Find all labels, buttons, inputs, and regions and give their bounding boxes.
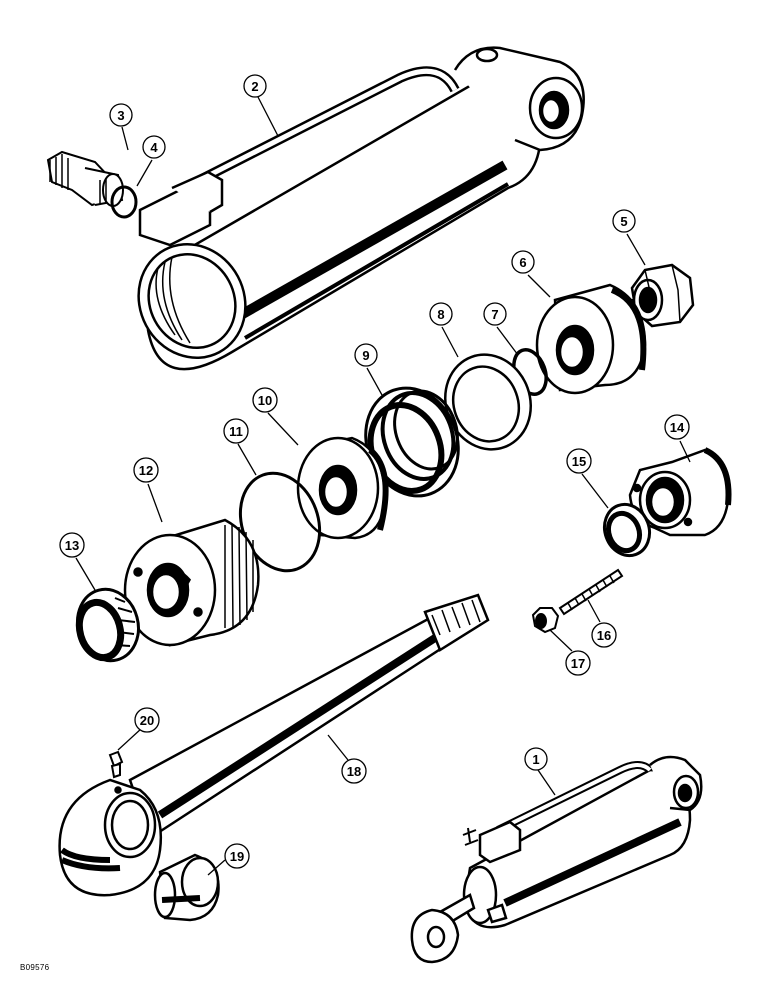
callout-label: 11 xyxy=(229,424,243,439)
callout-label: 9 xyxy=(362,348,369,363)
bushing-seal xyxy=(602,502,652,558)
wear-ring xyxy=(444,353,532,451)
callout-17: 17 xyxy=(565,650,591,676)
leader-lines xyxy=(75,96,691,876)
callout-8: 8 xyxy=(429,302,453,326)
callout-11: 11 xyxy=(223,418,249,444)
callout-3: 3 xyxy=(109,103,133,127)
callout-1: 1 xyxy=(524,747,548,771)
callout-label: 20 xyxy=(140,713,154,728)
callout-7: 7 xyxy=(483,302,507,326)
callout-label: 6 xyxy=(519,255,526,270)
hex-nut xyxy=(630,263,695,328)
gland xyxy=(123,518,260,647)
callout-label: 17 xyxy=(571,656,585,671)
callout-6: 6 xyxy=(511,250,535,274)
callout-label: 2 xyxy=(251,79,258,94)
callout-12: 12 xyxy=(133,457,159,483)
bolt xyxy=(558,568,624,616)
callout-20: 20 xyxy=(134,707,160,733)
figure-id: B09576 xyxy=(20,963,50,972)
piston-rod xyxy=(58,593,490,897)
cylinder-barrel xyxy=(137,46,585,371)
o-ring-small xyxy=(110,185,138,219)
small-nut xyxy=(531,607,560,634)
callout-label: 10 xyxy=(258,393,272,408)
callout-label: 18 xyxy=(347,764,361,779)
callout-label: 14 xyxy=(670,420,685,435)
grease-fitting xyxy=(108,750,124,779)
callout-5: 5 xyxy=(612,209,636,233)
callouts: 2 3 4 5 6 7 8 9 xyxy=(59,74,690,869)
callout-label: 5 xyxy=(620,214,627,229)
callout-label: 16 xyxy=(597,628,611,643)
cylinder-assembly xyxy=(410,755,703,964)
piston-head xyxy=(535,283,647,395)
callout-10: 10 xyxy=(252,387,278,413)
callout-label: 8 xyxy=(437,307,444,322)
mount-flange xyxy=(628,447,732,537)
callout-16: 16 xyxy=(591,622,617,648)
callout-15: 15 xyxy=(566,448,592,474)
elbow-fitting xyxy=(46,150,124,207)
callout-label: 3 xyxy=(117,108,124,123)
callout-19: 19 xyxy=(224,843,250,869)
callout-label: 13 xyxy=(65,538,79,553)
callout-label: 4 xyxy=(150,140,158,155)
callout-9: 9 xyxy=(354,343,378,367)
piston xyxy=(296,436,389,540)
callout-4: 4 xyxy=(142,135,166,159)
rod-wiper xyxy=(75,587,140,663)
callout-13: 13 xyxy=(59,532,85,558)
rod-bushing xyxy=(153,853,220,922)
callout-label: 15 xyxy=(572,454,586,469)
callout-2: 2 xyxy=(243,74,267,98)
callout-label: 1 xyxy=(532,752,539,767)
callout-label: 7 xyxy=(491,307,498,322)
callout-14: 14 xyxy=(664,414,690,440)
callout-label: 12 xyxy=(139,463,153,478)
callout-label: 19 xyxy=(230,849,244,864)
callout-18: 18 xyxy=(341,758,367,784)
